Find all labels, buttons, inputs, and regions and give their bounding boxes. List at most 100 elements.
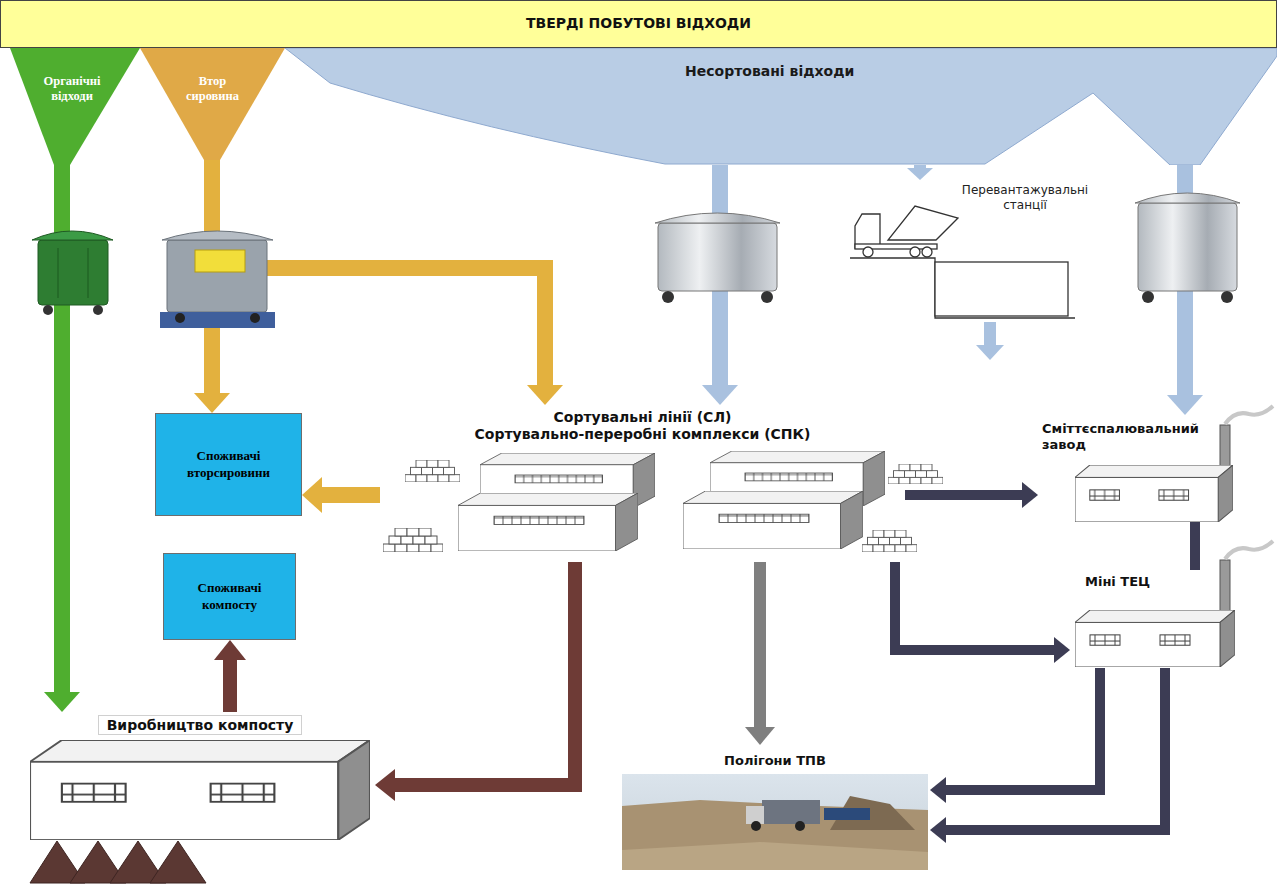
connector: [214, 640, 246, 712]
trailer: [824, 808, 870, 820]
node-text: Перевантажувальні станції: [945, 183, 1105, 213]
node-text: Споживачі вторсировини: [173, 448, 285, 481]
bin-wheel: [662, 291, 674, 303]
funnel-outline: [10, 48, 140, 165]
bin-body: [1138, 203, 1237, 291]
connector-line: [321, 487, 380, 503]
arrow-head: [930, 777, 946, 803]
title-band: ТВЕРДІ ПОБУТОВІ ВІДХОДИ: [0, 0, 1277, 48]
plant-building: [458, 493, 638, 551]
truck-wheel: [922, 247, 932, 257]
bin-lid: [32, 231, 113, 240]
connector: [745, 562, 775, 745]
arrow-head: [1022, 482, 1038, 508]
incinerator-plant: Сміттєспалювальний завод: [1038, 415, 1250, 522]
station-container: [935, 262, 1068, 316]
bin-rib: [87, 248, 89, 298]
connector: [907, 165, 933, 180]
arrow-head: [375, 769, 395, 801]
connector-line: [945, 668, 1165, 830]
metal-bin: [655, 213, 780, 303]
bricks: [862, 530, 917, 552]
consumer-box: Споживачі компосту: [163, 553, 296, 640]
arrow-head: [214, 640, 246, 660]
truck-wheel: [751, 821, 761, 831]
bin-body: [167, 240, 267, 312]
bin-wheel: [93, 305, 103, 315]
arrow-head: [194, 393, 230, 413]
node-text: Втор сировина: [175, 74, 251, 104]
node-text: Міні ТЕЦ: [1085, 574, 1245, 589]
node-text: Полігони ТПВ: [620, 753, 930, 768]
landfill-photo: [622, 774, 928, 870]
connector-line: [754, 562, 766, 728]
arrow-head: [527, 385, 563, 405]
smoke: [1225, 406, 1273, 424]
compost-building: [30, 740, 370, 840]
consumer-box: Споживачі вторсировини: [155, 413, 302, 516]
bin-wheel: [175, 313, 185, 323]
station-platform: [850, 258, 1075, 318]
photo-sky: [622, 774, 928, 870]
dump-truck: [850, 206, 1075, 318]
connector: [930, 668, 1165, 843]
arrow-head: [745, 727, 775, 745]
incinerator-building: [1075, 465, 1233, 522]
bin-wheel: [43, 305, 53, 315]
compost-piles: [30, 841, 206, 883]
arrow-head: [302, 477, 322, 513]
node-text: Споживачі компосту: [180, 580, 280, 613]
node-text: Виробництво компосту: [98, 715, 303, 735]
connector-line: [905, 490, 1023, 500]
chp-plant: Міні ТЕЦ: [1070, 570, 1245, 668]
sorting-plant: Сортувальні лінії (СЛ)Сортувально-переро…: [380, 405, 905, 562]
bin-ground: [160, 312, 275, 328]
plant-building: [683, 491, 863, 549]
bin-body: [658, 223, 777, 291]
chimney: [1220, 560, 1230, 618]
truck-wheel: [910, 247, 920, 257]
bricks: [888, 464, 943, 484]
funnel-outline: [140, 48, 285, 160]
compost-plant: Виробництво компосту: [25, 712, 375, 842]
node-text: Сміттєспалювальний завод: [1042, 421, 1222, 454]
organic-bin: [32, 231, 113, 315]
arrow-head: [702, 385, 738, 405]
node-text: Несортовані відходи: [685, 63, 854, 79]
truck-cab: [855, 214, 880, 248]
bin-lid: [1135, 193, 1240, 203]
chp-building: [1075, 610, 1235, 667]
arrow-head: [930, 817, 946, 843]
connector-line: [895, 562, 1055, 650]
bin-lid: [655, 213, 780, 223]
recyclables-bin: [160, 231, 275, 328]
bin-lid: [162, 231, 273, 240]
bin-wheel: [1221, 291, 1233, 303]
connector-line: [1190, 522, 1200, 570]
connector-line: [945, 668, 1100, 790]
funnel-outline: [285, 48, 1277, 165]
connector-line: [223, 659, 237, 712]
bin-wheel: [250, 313, 260, 323]
bin-label: [195, 250, 245, 272]
transfer-station: Перевантажувальні станції: [850, 180, 1110, 322]
node-text: ТВЕРДІ ПОБУТОВІ ВІДХОДИ: [1, 15, 1276, 31]
connector-line: [394, 562, 575, 785]
connector: [930, 668, 1100, 803]
bricks: [405, 460, 460, 482]
photo-foreground: [622, 842, 928, 870]
connector: [1195, 522, 1196, 570]
node-text: Сортувально-переробні комплекси (СПК): [469, 426, 817, 442]
node-text: Сортувальні лінії (СЛ): [548, 409, 738, 425]
bin-wheel: [761, 291, 773, 303]
metal-bin: [1135, 193, 1240, 303]
waste-funnel: Несортовані відходи: [285, 48, 1277, 165]
node-text: Органічні відходи: [34, 74, 110, 104]
truck-body: [762, 800, 820, 824]
waste-funnel: Втор сировина: [140, 48, 285, 160]
arrow-head: [907, 168, 933, 180]
waste-funnel: Органічні відходи: [10, 48, 140, 165]
bin-body: [38, 240, 108, 305]
smoke: [1225, 541, 1273, 559]
